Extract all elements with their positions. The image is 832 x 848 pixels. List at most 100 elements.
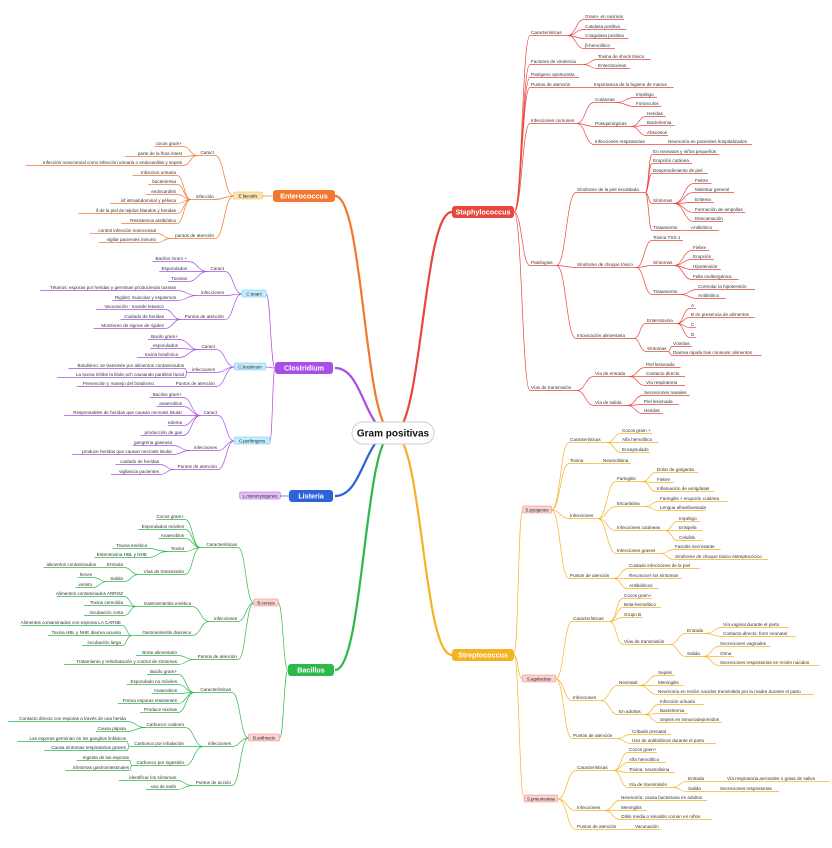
node-label-c_en1[interactable]: alimentos contaminados <box>46 562 96 567</box>
node-label-s_ve1[interactable]: Piel lesionada <box>646 362 675 367</box>
node-label-e_car2[interactable]: parte de la flora intest <box>138 151 183 156</box>
node-label-a_car2[interactable]: Beta-hemolítico <box>624 602 656 607</box>
node-label-a_sa2[interactable]: Orina <box>720 651 732 656</box>
node-label-s_ve3[interactable]: Vía respiratoria <box>646 380 678 385</box>
node-label-p_far2[interactable]: Fiebre <box>657 477 670 482</box>
node-label-p_icu[interactable]: Infecciones cutáneas <box>617 525 661 530</box>
node-label-s_vt[interactable]: Vías de transmisión <box>531 385 572 390</box>
node-label-s_cut2[interactable]: Forúnculos <box>636 101 659 106</box>
node-label-e_car1[interactable]: cocos gram+ <box>156 141 183 146</box>
node-label-c_sa1[interactable]: heces <box>80 572 93 577</box>
node-label-s_tratb1[interactable]: Controlar la hipotensión <box>698 284 747 289</box>
node-label-p_icu2[interactable]: Erisipela <box>679 525 697 530</box>
node-label-c_inf[interactable]: infecciones <box>214 616 238 621</box>
node-label-s_ia[interactable]: Intoxicación alimentaria <box>577 333 625 338</box>
node-label-c_gd2[interactable]: Toxina HBL y NHE diarrea acuosa <box>51 630 121 635</box>
node-label-x_cg[interactable]: Carbunco por ingestión <box>137 760 185 765</box>
node-label-a_en2[interactable]: Contacto directo: form neonatal <box>723 631 787 636</box>
node-label-p_car2[interactable]: Alfa hemolítico <box>622 437 653 442</box>
node-label-p_pa1[interactable]: Cuidado infecciones de la piel <box>629 563 690 568</box>
node-label-s_sin[interactable]: Síntomas <box>653 198 673 203</box>
node-label-t_inf[interactable]: infecciones <box>201 290 225 295</box>
node-label-x_cg2[interactable]: Síntomas gastrointestinales <box>73 765 130 770</box>
node-label-f_car5[interactable]: producción de gas <box>144 430 182 435</box>
node-label-c_tox2[interactable]: Enterotoxina HBL y NHE <box>97 552 147 557</box>
node-label-b_pa1[interactable]: Prevención y manejo del botulismo <box>83 381 155 386</box>
node-label-x_car4[interactable]: Forma esporas resistentes <box>123 698 178 703</box>
node-label-s_sinc[interactable]: Síntomas <box>647 346 667 351</box>
node-label-c_sa2[interactable]: vomito <box>78 582 92 587</box>
node-label-s_sps2[interactable]: Erupción cutánea <box>653 158 689 163</box>
node-label-t_pa3[interactable]: Monitoreo de signos de rigidez <box>101 323 164 328</box>
node-label-a_adu2[interactable]: Bacteriemia <box>660 708 685 713</box>
node-label-s_sin5[interactable]: Descamación <box>695 216 723 221</box>
node-label-a_vt[interactable]: Vías de transmisión <box>624 639 665 644</box>
node-label-p_tox[interactable]: Toxina <box>570 458 584 463</box>
node-label-s_fv1[interactable]: Toxina de shock tóxico <box>598 54 645 59</box>
node-label-x_car1[interactable]: Bacilo gram+ <box>150 669 177 674</box>
node-label-s_sst[interactable]: Síndrome de choque tóxico <box>577 262 633 267</box>
node-label-a_inf[interactable]: Infecciones <box>573 695 597 700</box>
node-label-t_pa[interactable]: Puntos de atención <box>185 314 225 319</box>
node-label-c_car[interactable]: Características <box>206 542 237 547</box>
node-label-n_inf1[interactable]: Neumonía: causa bacteriana en adultos <box>621 795 703 800</box>
node-label-e_inf3[interactable]: endocarditis <box>151 189 176 194</box>
node-label-p_car[interactable]: Características <box>570 437 601 442</box>
node-label-p_far1[interactable]: Dolor de garganta <box>657 467 694 472</box>
node-label-p_far[interactable]: Faringitis <box>617 476 636 481</box>
node-label-c_vt[interactable]: Vías de transmisión <box>144 569 185 574</box>
node-label-c_pa2[interactable]: Tratamiento y rehidratación y control de… <box>76 659 177 664</box>
node-label-s_sin3[interactable]: Eritema <box>695 197 711 202</box>
node-label-s_trat[interactable]: Tratamiento <box>653 225 678 230</box>
node-label-p_esc[interactable]: Escarlatina <box>617 501 640 506</box>
node-label-n_en[interactable]: Entrada <box>688 776 705 781</box>
node-label-f_pa2[interactable]: vigilancia pacientes <box>119 469 160 474</box>
node-label-s_tratb2[interactable]: Antibiótico <box>698 293 720 298</box>
node-label-t_inf1[interactable]: Tétanos: esporas por heridas y germinan … <box>50 285 177 290</box>
node-label-e_inf[interactable]: infección <box>196 194 215 199</box>
species-tag-cbotulinum[interactable]: C.botulinum <box>238 365 262 370</box>
node-label-n_en1[interactable]: Vía respiratoria aerosoles o gotas de sa… <box>727 776 816 781</box>
node-label-s_vs[interactable]: Vía de salida <box>595 400 622 405</box>
node-label-a_neo1[interactable]: Sepsis <box>658 670 672 675</box>
node-label-s_cut[interactable]: Cutáneas <box>595 97 615 102</box>
node-label-s_sin2[interactable]: Malestar general <box>695 187 729 192</box>
species-tag-spneumoniae[interactable]: S.pneumoniae <box>527 797 556 802</box>
node-label-t_car3[interactable]: Toxinas <box>171 276 187 281</box>
node-label-p_far3[interactable]: Inflamación de amígdalas <box>657 486 710 491</box>
node-label-s_pat[interactable]: Patologías <box>531 260 553 265</box>
node-label-t_car2[interactable]: Esporulados <box>161 266 187 271</box>
node-label-s_ir[interactable]: Infecciones respiratorias <box>595 139 645 144</box>
node-label-c_car3[interactable]: Anaerobios <box>161 533 185 538</box>
node-label-a_sa3[interactable]: Secreciones respiratorias en recién naci… <box>720 660 810 665</box>
central-node[interactable]: Gram positivas <box>357 429 430 440</box>
node-label-t_pa1[interactable]: Vacunación : toxoide tetanico <box>104 304 164 309</box>
node-label-c_ge3[interactable]: incubación corta <box>90 610 124 615</box>
node-label-b_inf1[interactable]: Botulismo: se transmite por alimentos co… <box>78 363 185 368</box>
node-label-c_ge[interactable]: Gastroenteritis emética <box>144 601 192 606</box>
node-label-x_cg1[interactable]: Ingesta de las esporas <box>83 755 130 760</box>
species-tag-bcereus[interactable]: B.cereus <box>257 601 275 606</box>
node-label-a_car[interactable]: Características <box>573 616 604 621</box>
node-label-t_car[interactable]: Caract <box>210 266 224 271</box>
node-label-s_ent2[interactable]: B en presencia de alimentos <box>691 312 750 317</box>
node-label-c_en[interactable]: Entrada <box>107 562 124 567</box>
branch-listeria[interactable]: Listeria <box>298 492 325 501</box>
node-label-s_vs3[interactable]: Heridas <box>644 408 661 413</box>
node-label-s_vs2[interactable]: Piel lesionada <box>644 399 673 404</box>
node-label-b_car3[interactable]: toxina botulínica <box>145 352 179 357</box>
node-label-a_pa[interactable]: Puntos de atención <box>573 733 613 738</box>
node-label-p_car3[interactable]: Encapsulado <box>622 447 649 452</box>
node-label-a_car1[interactable]: Cocos gram+ <box>624 593 652 598</box>
node-label-c_car2[interactable]: Esporulados móviles <box>142 524 185 529</box>
node-label-s_ent1[interactable]: A <box>691 303 695 308</box>
node-label-t_pa2[interactable]: Cuidado de heridas <box>124 314 165 319</box>
node-label-x_car2[interactable]: Esporulado no móviles <box>131 679 178 684</box>
node-label-x_cc2[interactable]: Causa pápula <box>98 726 127 731</box>
node-label-s_car2[interactable]: Catalasa positiva <box>585 24 620 29</box>
branch-entero[interactable]: Enterococcus <box>280 192 328 201</box>
node-label-s_fv[interactable]: Factores de virulencia <box>531 59 576 64</box>
node-label-n_inf[interactable]: Infecciones <box>577 805 601 810</box>
node-label-n_pa[interactable]: Puntos de atención <box>577 824 617 829</box>
node-label-f_inf[interactable]: infecciones <box>194 445 218 450</box>
